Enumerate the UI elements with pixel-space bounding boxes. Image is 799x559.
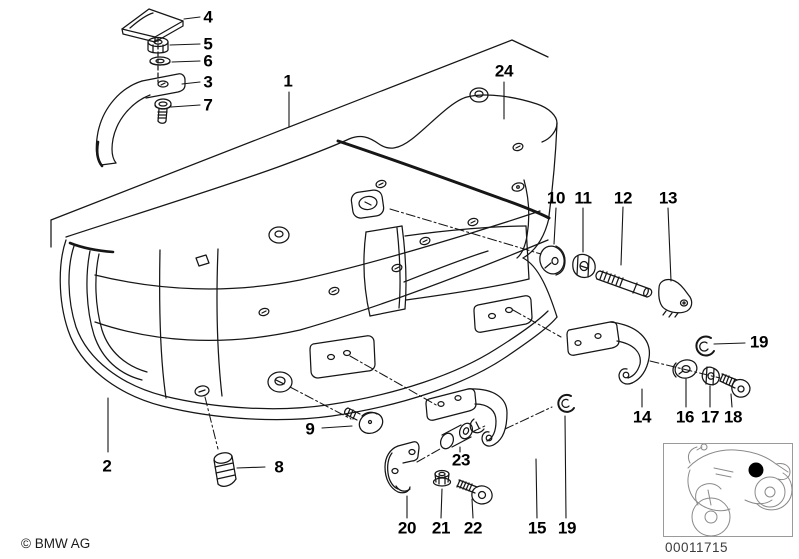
copyright-text: © BMW AG [21, 536, 91, 551]
part-23-sleeve-drawing [438, 421, 475, 451]
part-14-bracket-drawing [567, 322, 649, 384]
callout-6-2[interactable]: 6 [203, 51, 213, 71]
part-8-buffer-drawing [213, 451, 236, 486]
part-19-clip-bottom-drawing [558, 395, 574, 412]
callout-11-8[interactable]: 11 [574, 188, 592, 208]
part-7-screw-drawing [155, 99, 171, 123]
callout-17-14[interactable]: 17 [700, 407, 720, 427]
part-13-buffer-cone-drawing [659, 279, 692, 317]
part-6-washer-drawing [150, 57, 170, 65]
callout-5-1[interactable]: 5 [203, 34, 213, 54]
callout-9-16[interactable]: 9 [305, 419, 315, 439]
callout-4-0[interactable]: 4 [203, 7, 213, 27]
part-1-seat-bench-drawing [51, 40, 557, 266]
callout-10-7[interactable]: 10 [546, 188, 566, 208]
part-4-rubber-pad-drawing [122, 9, 183, 42]
callout-20-20[interactable]: 20 [397, 518, 417, 538]
seat-grommets-and-holes [194, 88, 532, 397]
callout-23-19[interactable]: 23 [451, 450, 471, 470]
part-20-clamp-drawing [385, 442, 419, 493]
callout-7-4[interactable]: 7 [203, 95, 213, 115]
callout-2-18[interactable]: 2 [102, 456, 112, 476]
part-21-nut-drawing [434, 471, 451, 487]
callout-21-21[interactable]: 21 [431, 518, 451, 538]
diagram-number: 00011715 [665, 540, 729, 555]
callout-8-17[interactable]: 8 [274, 457, 284, 477]
callout-16-13[interactable]: 16 [675, 407, 695, 427]
callout-leader-lines [108, 17, 745, 518]
part-10-washer-drawing [537, 244, 567, 277]
part-12-stud-drawing [596, 271, 652, 297]
callout-1-5[interactable]: 1 [283, 71, 293, 91]
callout-22-22[interactable]: 22 [463, 518, 483, 538]
part-19-clip-right-drawing [696, 337, 714, 356]
callout-19-24[interactable]: 19 [557, 518, 577, 538]
callout-13-10[interactable]: 13 [658, 188, 678, 208]
part-15-bracket-drawing [426, 389, 507, 446]
seat-location-marker [748, 462, 764, 478]
callout-24-6[interactable]: 24 [494, 61, 514, 81]
vehicle-thumbnail [663, 443, 793, 537]
part-18-bolt-drawing [720, 374, 750, 397]
motorcycle-icon [664, 444, 792, 536]
part-16-washer-drawing [673, 357, 699, 380]
callout-19-11[interactable]: 19 [749, 332, 769, 352]
part-22-bolt-drawing [457, 480, 492, 504]
part-9-screw-drawing [345, 408, 386, 437]
callout-14-12[interactable]: 14 [632, 407, 652, 427]
part-3-bracket-drawing [96, 38, 185, 166]
callout-3-3[interactable]: 3 [203, 72, 213, 92]
part-11-nut-drawing [573, 254, 595, 277]
part-2-seat-pan-drawing [60, 211, 557, 420]
callout-12-9[interactable]: 12 [613, 188, 633, 208]
part-17-nut-drawing [702, 367, 719, 385]
assembly-axis-lines [205, 209, 720, 462]
callout-15-23[interactable]: 15 [527, 518, 547, 538]
callout-18-15[interactable]: 18 [723, 407, 743, 427]
